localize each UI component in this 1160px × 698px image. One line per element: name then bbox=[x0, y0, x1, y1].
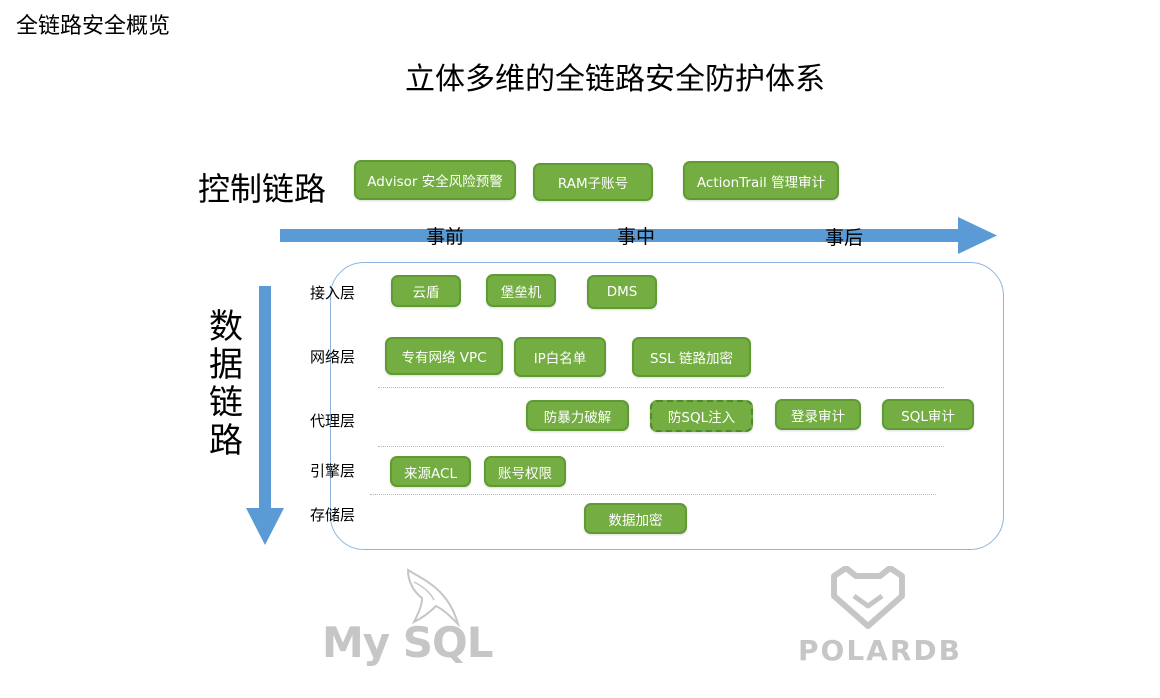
layer-network-label: 网络层 bbox=[310, 348, 356, 366]
polardb-bear-icon bbox=[831, 566, 905, 629]
phase-before: 事前 bbox=[426, 226, 465, 248]
layer-engine-label: 引擎层 bbox=[310, 462, 356, 480]
actiontrail-chip: ActionTrail 管理审计 bbox=[683, 161, 839, 200]
anti-sql-injection-chip: 防SQL注入 bbox=[650, 400, 753, 432]
data-link-char: 链 bbox=[209, 383, 243, 423]
polardb-logo-text: POLARDB bbox=[798, 634, 962, 667]
yundun-chip: 云盾 bbox=[391, 275, 461, 307]
sql-audit-chip: SQL审计 bbox=[882, 399, 974, 430]
diagram-title: 立体多维的全链路安全防护体系 bbox=[405, 62, 825, 97]
anti-brute-force-chip: 防暴力破解 bbox=[526, 400, 629, 431]
data-link-char: 数 bbox=[209, 307, 243, 347]
phase-during: 事中 bbox=[617, 226, 656, 248]
login-audit-chip: 登录审计 bbox=[775, 399, 861, 430]
layer-separator bbox=[370, 494, 936, 495]
control-link-label: 控制链路 bbox=[198, 170, 327, 208]
ssl-encryption-chip: SSL 链路加密 bbox=[632, 337, 751, 377]
page-title: 全链路安全概览 bbox=[16, 14, 171, 39]
layer-proxy-label: 代理层 bbox=[310, 412, 356, 430]
bastion-host-chip: 堡垒机 bbox=[486, 274, 556, 307]
mysql-dolphin-icon bbox=[406, 568, 461, 628]
source-acl-chip: 来源ACL bbox=[390, 456, 471, 487]
data-link-char: 据 bbox=[209, 345, 243, 385]
layer-access-label: 接入层 bbox=[310, 284, 356, 302]
ram-chip: RAM子账号 bbox=[533, 163, 653, 201]
data-link-label: 数 据 链 路 bbox=[206, 308, 246, 460]
data-link-arrow bbox=[246, 286, 284, 545]
data-link-char: 路 bbox=[209, 421, 243, 461]
timeline-arrow bbox=[280, 217, 997, 254]
data-layers-panel bbox=[330, 262, 1004, 550]
layer-separator bbox=[378, 387, 944, 388]
advisor-chip: Advisor 安全风险预警 bbox=[354, 160, 516, 200]
vpc-chip: 专有网络 VPC bbox=[385, 337, 503, 375]
mysql-logo-text: My SQL bbox=[322, 618, 494, 667]
dms-chip: DMS bbox=[587, 275, 657, 309]
layer-separator bbox=[378, 446, 944, 447]
data-encryption-chip: 数据加密 bbox=[584, 503, 687, 534]
ip-whitelist-chip: IP白名单 bbox=[514, 337, 606, 377]
layer-storage-label: 存储层 bbox=[310, 506, 356, 524]
account-permission-chip: 账号权限 bbox=[484, 456, 566, 487]
phase-after: 事后 bbox=[825, 227, 864, 249]
